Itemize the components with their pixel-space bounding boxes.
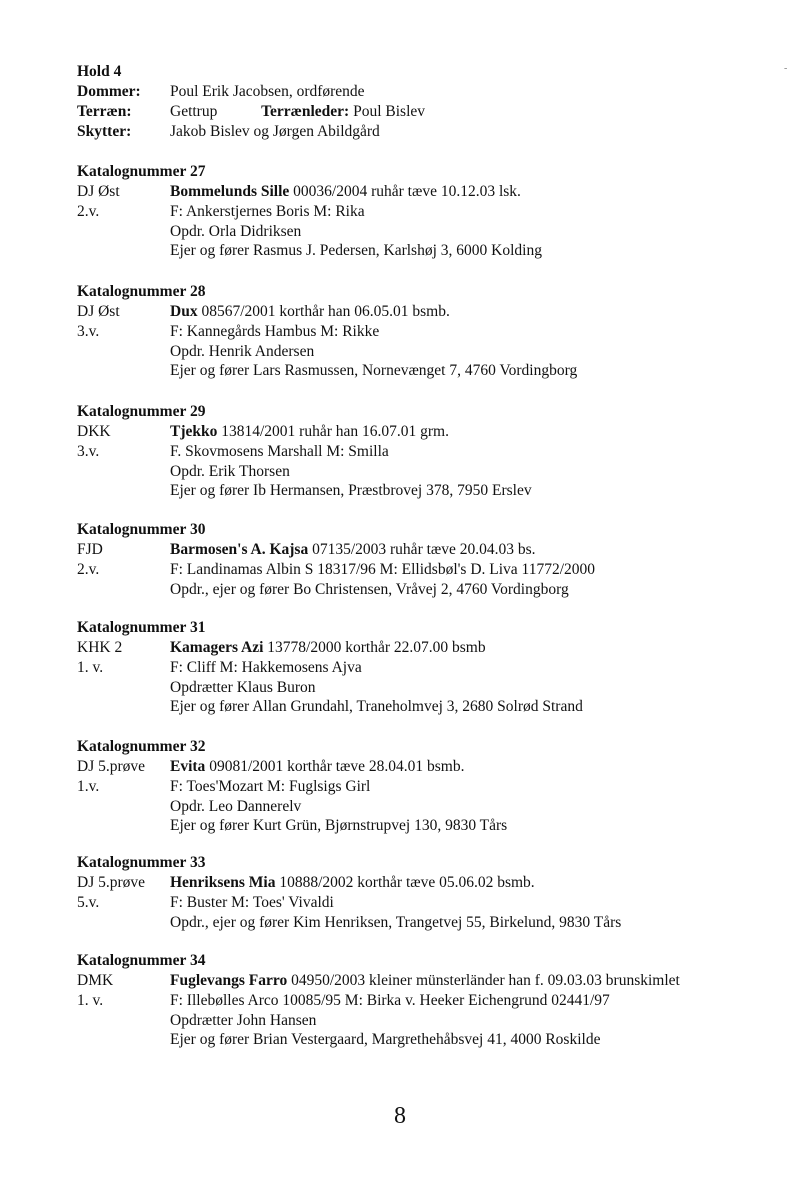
entry-placement: 1. v.: [77, 658, 104, 676]
entry-line: Ejer og fører Ib Hermansen, Præstbrovej …: [170, 482, 532, 500]
entry-dog-details: 13778/2000 korthår 22.07.00 bsmb: [267, 639, 486, 656]
entry-line: F: Ankerstjernes Boris M: Rika: [170, 202, 365, 220]
entry-line: F. Skovmosens Marshall M: Smilla: [170, 442, 389, 460]
corner-mark: -: [784, 63, 788, 74]
entry-line: F: Illebølles Arco 10085/95 M: Birka v. …: [170, 991, 610, 1009]
catalog-entry-30: Katalognummer 30 FJD Barmosen's A. Kajsa…: [77, 520, 595, 599]
entry-title: Katalognummer 30: [77, 521, 206, 538]
entry-dog-details: 13814/2001 ruhår han 16.07.01 grm.: [221, 423, 449, 440]
entry-club: KHK 2: [77, 639, 123, 656]
terraen-row: Terræn: Gettrup Terrænleder: Poul Bislev: [77, 102, 425, 122]
entry-line: Ejer og fører Brian Vestergaard, Margret…: [170, 1031, 601, 1049]
entry-title: Katalognummer 31: [77, 619, 206, 636]
entry-dog-name: Henriksens Mia: [170, 874, 276, 891]
entry-dog-details: 08567/2001 korthår han 06.05.01 bsmb.: [201, 303, 450, 320]
entry-dog-name: Tjekko: [170, 423, 218, 440]
entry-line: Opdrætter John Hansen: [170, 1011, 317, 1029]
entry-line: F: Toes'Mozart M: Fuglsigs Girl: [170, 777, 371, 795]
entry-line: F: Cliff M: Hakkemosens Ajva: [170, 658, 362, 676]
entry-line: Opdr. Leo Dannerelv: [170, 797, 302, 815]
entry-club: DJ Øst: [77, 303, 120, 320]
entry-line: F: Kannegårds Hambus M: Rikke: [170, 322, 380, 340]
entry-line: F: Buster M: Toes' Vivaldi: [170, 893, 334, 911]
entry-placement: 3.v.: [77, 442, 100, 460]
catalog-entry-34: Katalognummer 34 DMK Fuglevangs Farro 04…: [77, 951, 680, 1050]
skytter-row: Skytter: Jakob Bislev og Jørgen Abildgår…: [77, 122, 425, 142]
hold-info: Hold 4 Dommer: Poul Erik Jacobsen, ordfø…: [77, 62, 425, 142]
entry-line: Ejer og fører Rasmus J. Pedersen, Karlsh…: [170, 242, 542, 260]
entry-line: Ejer og fører Kurt Grün, Bjørnstrupvej 1…: [170, 817, 508, 835]
hold-title: Hold 4: [77, 63, 122, 80]
entry-line: Opdrætter Klaus Buron: [170, 678, 316, 696]
entry-title: Katalognummer 28: [77, 283, 206, 300]
entry-dog-name: Bommelunds Sille: [170, 183, 290, 200]
entry-placement: 1.v.: [77, 777, 100, 795]
catalog-entry-31: Katalognummer 31 KHK 2 Kamagers Azi 1377…: [77, 618, 583, 717]
dommer-label: Dommer:: [77, 83, 141, 100]
entry-placement: 5.v.: [77, 893, 100, 911]
terraenleder-value: Poul Bislev: [353, 103, 426, 120]
entry-placement: 1. v.: [77, 991, 104, 1009]
entry-club: DJ 5.prøve: [77, 758, 146, 775]
entry-club: DJ Øst: [77, 183, 120, 200]
entry-dog-details: 04950/2003 kleiner münsterländer han f. …: [291, 972, 680, 989]
entry-title: Katalognummer 34: [77, 952, 206, 969]
skytter-label: Skytter:: [77, 123, 132, 140]
entry-line: Opdr. Henrik Andersen: [170, 342, 315, 360]
entry-line: Ejer og fører Allan Grundahl, Traneholmv…: [170, 698, 583, 716]
entry-dog-name: Kamagers Azi: [170, 639, 264, 656]
dommer-value: Poul Erik Jacobsen, ordførende: [170, 83, 365, 100]
entry-dog-details: 07135/2003 ruhår tæve 20.04.03 bs.: [312, 541, 536, 558]
entry-line: Ejer og fører Lars Rasmussen, Nornevænge…: [170, 362, 578, 380]
entry-line: Opdr., ejer og fører Bo Christensen, Vrå…: [170, 580, 569, 598]
entry-club: FJD: [77, 541, 103, 558]
entry-dog-name: Evita: [170, 758, 206, 775]
catalog-entry-27: Katalognummer 27 DJ Øst Bommelunds Sille…: [77, 162, 542, 261]
entry-placement: 3.v.: [77, 322, 100, 340]
entry-club: DJ 5.prøve: [77, 874, 146, 891]
entry-dog-name: Dux: [170, 303, 198, 320]
terraen-value: Gettrup: [170, 103, 218, 120]
entry-dog-name: Fuglevangs Farro: [170, 972, 288, 989]
entry-title: Katalognummer 33: [77, 854, 206, 871]
entry-placement: 2.v.: [77, 202, 100, 220]
terraen-label: Terræn:: [77, 103, 132, 120]
entry-placement: 2.v.: [77, 560, 100, 578]
entry-line: Opdr., ejer og fører Kim Henriksen, Tran…: [170, 913, 622, 931]
catalog-entry-28: Katalognummer 28 DJ Øst Dux 08567/2001 k…: [77, 282, 577, 381]
entry-title: Katalognummer 32: [77, 738, 206, 755]
catalog-entry-33: Katalognummer 33 DJ 5.prøve Henriksens M…: [77, 853, 621, 932]
catalog-entry-29: Katalognummer 29 DKK Tjekko 13814/2001 r…: [77, 402, 532, 501]
terraenleder-label: Terrænleder:: [261, 103, 350, 120]
entry-club: DKK: [77, 423, 111, 440]
skytter-value: Jakob Bislev og Jørgen Abildgård: [170, 123, 380, 140]
entry-title: Katalognummer 27: [77, 163, 206, 180]
entry-club: DMK: [77, 972, 114, 989]
entry-dog-details: 09081/2001 korthår tæve 28.04.01 bsmb.: [209, 758, 465, 775]
page-number: 8: [394, 1103, 406, 1129]
catalog-entry-32: Katalognummer 32 DJ 5.prøve Evita 09081/…: [77, 737, 507, 836]
entry-line: Opdr. Erik Thorsen: [170, 462, 290, 480]
entry-dog-name: Barmosen's A. Kajsa: [170, 541, 309, 558]
entry-dog-details: 00036/2004 ruhår tæve 10.12.03 lsk.: [293, 183, 521, 200]
entry-line: Opdr. Orla Didriksen: [170, 222, 302, 240]
entry-dog-details: 10888/2002 korthår tæve 05.06.02 bsmb.: [279, 874, 535, 891]
dommer-row: Dommer: Poul Erik Jacobsen, ordførende: [77, 82, 425, 102]
entry-title: Katalognummer 29: [77, 403, 206, 420]
entry-line: F: Landinamas Albin S 18317/96 M: Ellids…: [170, 560, 596, 578]
